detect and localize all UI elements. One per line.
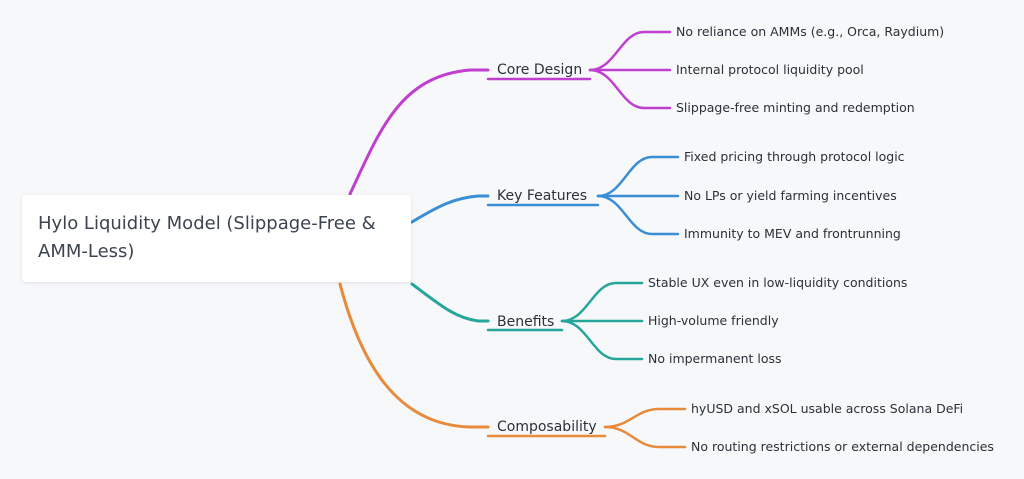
leaf-key-features-2[interactable]: No LPs or yield farming incentives [684, 188, 897, 203]
branch-label-core-design[interactable]: Core Design [497, 62, 583, 78]
leaf-core-design-2[interactable]: Internal protocol liquidity pool [676, 62, 864, 77]
leaf-core-design-1[interactable]: No reliance on AMMs (e.g., Orca, Raydium… [676, 24, 945, 39]
connector-leaf-composability-2 [603, 425, 687, 449]
branch-label-benefits[interactable]: Benefits [497, 314, 555, 330]
connector-leaf-benefits-1 [560, 281, 644, 323]
connector-leaf-key-features-1 [596, 155, 680, 198]
branch-label-composability[interactable]: Composability [497, 419, 597, 435]
root-node[interactable]: Hylo Liquidity Model (Slippage-Free & AM… [22, 195, 411, 282]
leaf-benefits-2[interactable]: High-volume friendly [648, 313, 779, 328]
connector-leaf-benefits-3 [560, 319, 644, 361]
root-label: Hylo Liquidity Model (Slippage-Free & AM… [38, 213, 376, 262]
leaf-key-features-1[interactable]: Fixed pricing through protocol logic [684, 149, 905, 164]
leaf-benefits-1[interactable]: Stable UX even in low-liquidity conditio… [648, 275, 908, 290]
leaf-composability-2[interactable]: No routing restrictions or external depe… [691, 439, 994, 454]
connector-leaf-core-design-1 [588, 30, 672, 72]
leaf-core-design-3[interactable]: Slippage-free minting and redemption [676, 100, 915, 115]
connector-root-composability [338, 282, 490, 429]
leaf-benefits-3[interactable]: No impermanent loss [648, 351, 782, 366]
connector-leaf-core-design-3 [588, 68, 672, 110]
leaf-key-features-3[interactable]: Immunity to MEV and frontrunning [684, 226, 901, 241]
connector-leaf-composability-1 [603, 407, 687, 429]
connector-root-benefits [410, 282, 490, 323]
connector-root-core-design [348, 68, 490, 196]
connector-leaf-key-features-3 [596, 194, 680, 236]
branch-label-key-features[interactable]: Key Features [497, 188, 588, 204]
leaf-composability-1[interactable]: hyUSD and xSOL usable across Solana DeFi [691, 401, 964, 416]
connector-root-key-features [410, 194, 490, 224]
